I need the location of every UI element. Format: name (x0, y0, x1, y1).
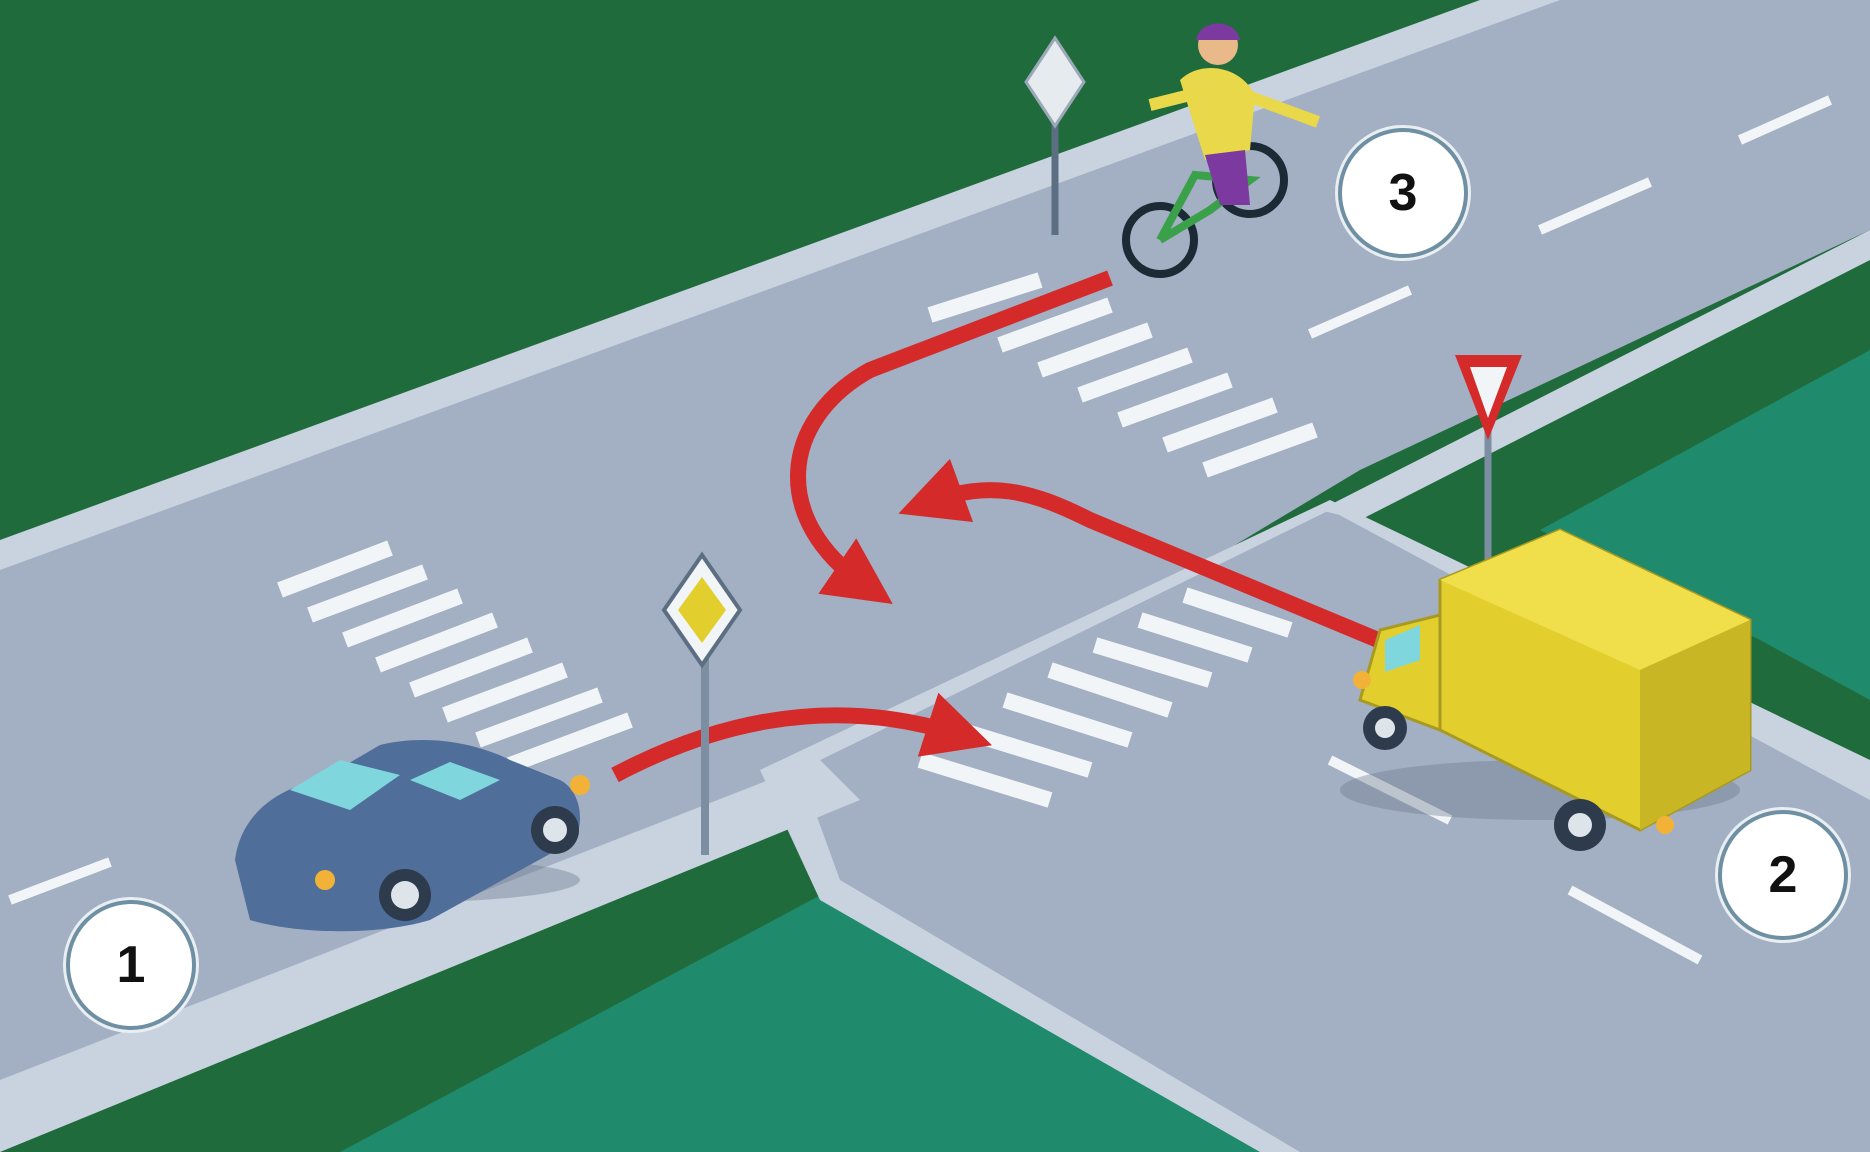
priority-road-sign-icon (661, 551, 743, 855)
grass-right (1540, 350, 1870, 700)
crosswalk-side (917, 587, 1293, 808)
right-sidewalk (1320, 230, 1870, 520)
crosswalk-top (927, 272, 1318, 478)
trajectory-arrow-car (611, 692, 992, 783)
participant-2-badge: 2 (1718, 810, 1848, 940)
main-road-near-sidewalk (0, 760, 860, 1152)
yield-sign-icon (1455, 355, 1522, 560)
trajectory-arrow-cyclist (790, 270, 1113, 604)
cyclist-icon (1122, 23, 1321, 278)
participant-3-badge: 3 (1338, 128, 1468, 258)
lane-markings (8, 95, 1833, 965)
grass-bottom (340, 890, 1280, 1152)
trajectory-arrow-truck (898, 458, 1394, 653)
car-icon (235, 740, 590, 932)
crosswalk-left (277, 540, 633, 773)
priority-road-sign-top-icon (1024, 35, 1086, 235)
participant-1-badge: 1 (66, 900, 196, 1030)
truck-icon (1340, 528, 1752, 851)
